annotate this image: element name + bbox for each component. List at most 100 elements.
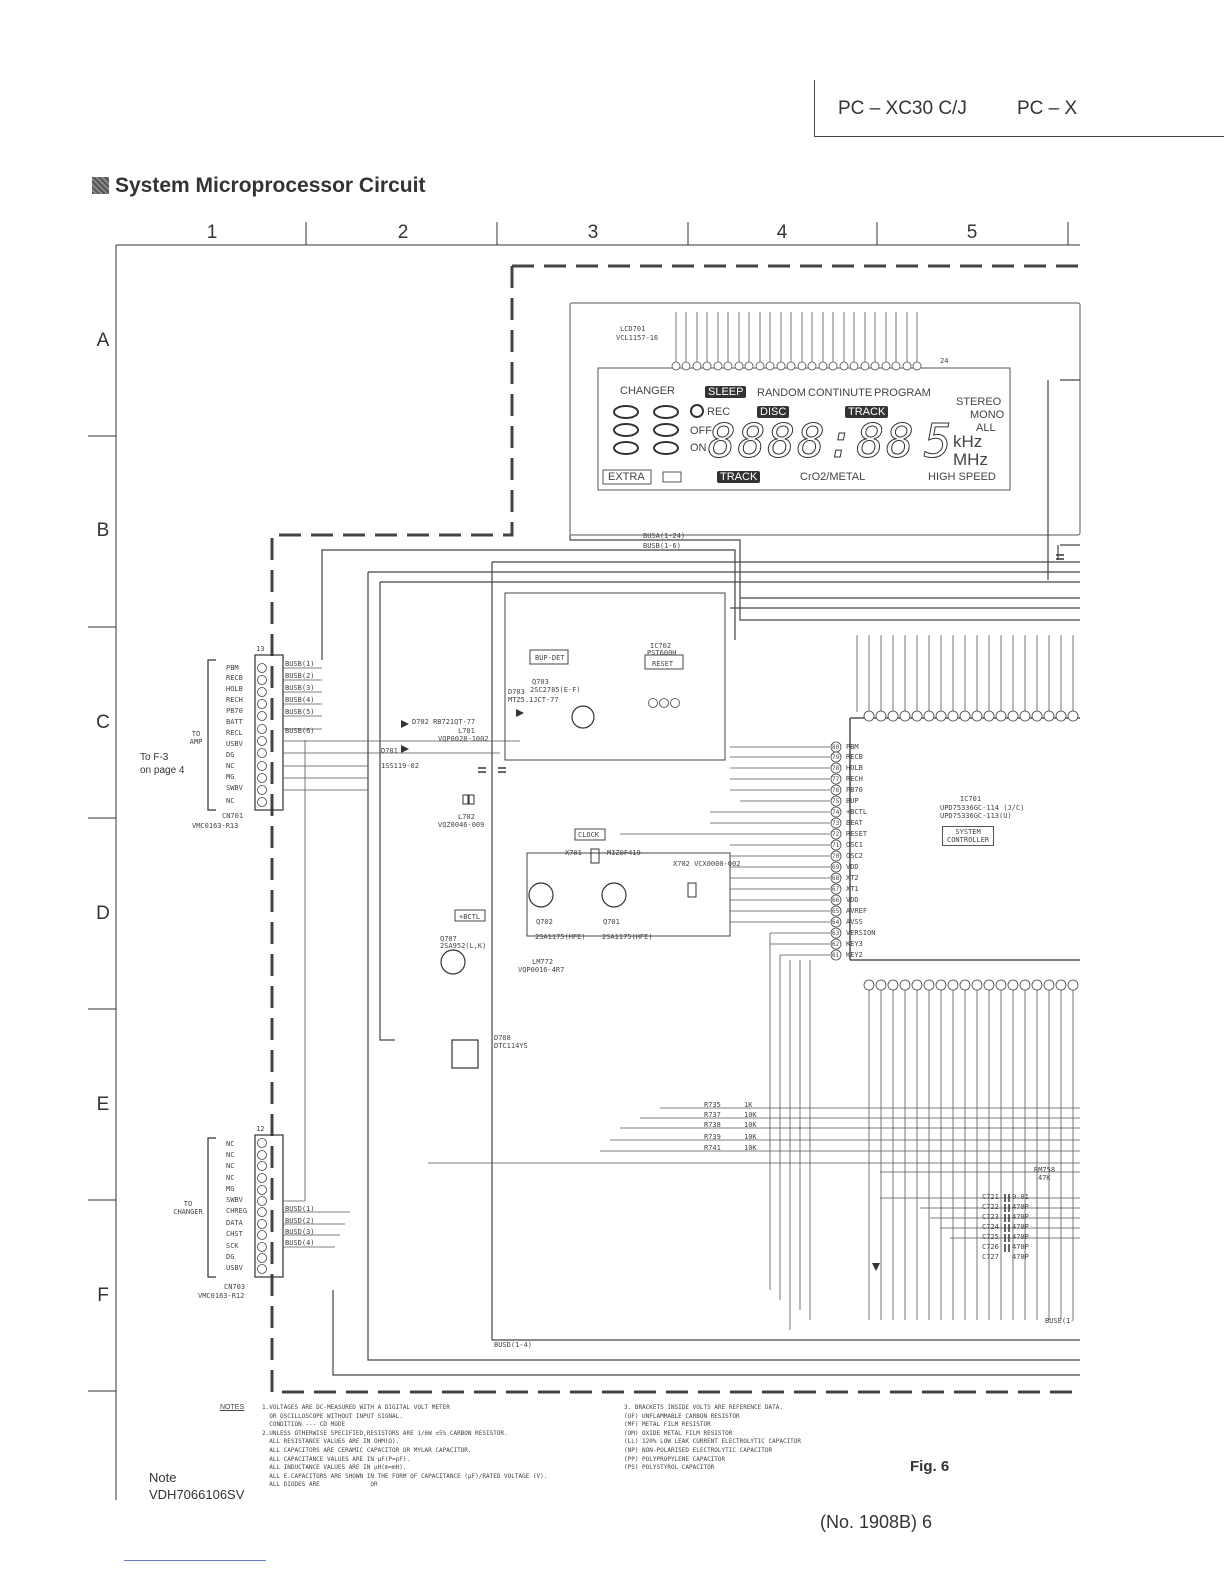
cap-ref: C722 [982,1203,999,1211]
lcd-all-label: ALL [976,422,996,434]
cap-ref: C727 [982,1253,999,1261]
lm772-part: VQP0016-4R7 [518,966,565,974]
ic701-part-2: UPD75336GC-113(U) [940,812,1012,820]
cn701-pin-name: NC [226,797,235,805]
figure-label: Fig. 6 [910,1458,950,1475]
busa-label: BUSA(1-24) [643,532,686,540]
lcd-sleep-label: SLEEP [705,386,747,398]
cn701-pin-name: RECL [226,729,243,737]
rm758-value: 47K [1038,1174,1051,1182]
ic701-pin-name: RESET [846,830,868,838]
cap-value: 0.01 [1012,1193,1029,1201]
ic701-pin-name: BUP [846,797,859,805]
to-f3-label: To F-3 [140,752,169,763]
ic701-pin-name: XT1 [846,885,859,893]
cn703-part: VMC0163-R12 [198,1292,245,1300]
cn703-label: CN703 [224,1283,246,1291]
bctl-label: +BCTL [459,913,481,921]
lcd-khz-label: kHz [953,432,983,451]
ic701-pin-name: XT2 [846,874,859,882]
ic701-pin-number: 72 [832,831,840,838]
cn701-pin-name: DG [226,751,235,759]
ic701-pin-number: 79 [832,754,840,761]
lcd-track2-label: TRACK [717,471,761,483]
cn701-bus-label: BUSB(6) [285,727,315,735]
d702-label: D702 RB721QT-77 [412,718,476,726]
cn703-pin-name: CHST [226,1230,243,1238]
lcd-random-label: RANDOM [757,387,806,399]
model-label-2: PC – X [1017,98,1078,119]
lcd-stereo-label: STEREO [956,396,1002,408]
ic702-reset-label: RESET [652,660,674,668]
cn701-pin-name: PBM [226,664,239,672]
grid-col-1: 1 [206,222,218,243]
cn703-pin-name: NC [226,1140,235,1148]
q707-part: 2SA952(L,K) [440,942,487,950]
lcd-on-label: ON [690,442,707,454]
cn701-bus-label: BUSB(4) [285,696,315,704]
ic701-pin-name: AVSS [846,918,863,926]
ic701-pin-number: 77 [832,776,840,783]
grid-row-e: E [96,1094,110,1115]
cap-ref: C723 [982,1213,999,1221]
footer-note: Note [149,1470,177,1485]
to-amp-label: TO AMP [189,730,203,746]
footer-doc-number: VDH7066106SV [149,1487,245,1502]
ic701-pin-number: 62 [832,941,840,948]
lcd-digit-five: 5 [924,414,954,469]
cap-value: 470P [1012,1233,1029,1241]
d701-part: 1SS119-02 [381,762,419,770]
cn701-pin-name: HOLB [226,685,243,693]
cn701-label: CN701 [222,812,244,820]
ic701-pin-name: RECH [846,775,863,783]
ic701-box: SYSTEM CONTROLLER [942,826,995,846]
d703-label: D703 [508,688,525,696]
q703-label: Q703 [532,678,549,686]
lcd-mono-label: MONO [970,409,1005,421]
d708-label: D708 [494,1034,511,1042]
q703-part: 2SC2785(E-F) [530,686,581,694]
ic701-pin-number: 66 [832,897,840,904]
q702-part: 2SA1175(HFE) [535,933,586,941]
lcd-rec-label: REC [707,406,731,418]
lcd-high-speed-label: HIGH SPEED [928,471,996,483]
cap-ref: C724 [982,1223,999,1231]
cn703-pin-name: CHREG [226,1207,248,1215]
busd-label: BUSD(1-4) [494,1341,532,1349]
cn703-pin-name: USBV [226,1264,243,1272]
x701-label: X701 [565,849,582,857]
ic701-pin-name: RECB [846,753,863,761]
ic701-pin-number: 68 [832,875,840,882]
grid-col-4: 4 [776,222,788,243]
cn703-bus-label: BUSD(3) [285,1228,315,1236]
lcd-continue-label: CONTINUTE [808,387,873,399]
ic701-pin-number: 69 [832,864,840,871]
page-title-text: System Microprocessor Circuit [115,174,426,197]
grid-row-d: D [96,903,110,924]
ic701-pin-name: AVREF [846,907,868,915]
cap-value: 470P [1012,1253,1029,1261]
lcd-digits: 8888:88 [708,414,916,469]
ic701-pin-name: OSC1 [846,841,863,849]
lm772-label: LM772 [532,958,554,966]
ic701-pin-number: 78 [832,765,840,772]
model-box [814,80,1224,137]
cn701-pin-name: RECH [226,696,243,704]
ic701-pin-number: 63 [832,930,840,937]
ic701-pin-name: PB70 [846,786,863,794]
to-changer-label: TO CHANGER [173,1200,203,1216]
resistor-value: 10K [744,1111,757,1119]
ic701-pin-name: +BCTL [846,808,868,816]
cn703-pin12: 12 [256,1125,265,1133]
ic701-pin-number: 67 [832,886,840,893]
resistor-ref: R737 [704,1111,721,1119]
ic701-pin-number: 75 [832,798,840,805]
ic701-pin-name: KEY3 [846,940,863,948]
grid-col-2: 2 [397,222,409,243]
cn701-pin-name: PB70 [226,707,243,715]
cn701-bus-label: BUSB(3) [285,684,315,692]
cn703-bus-label: BUSD(2) [285,1217,315,1225]
cn703-pin-name: DATA [226,1219,243,1227]
cn701-pin-name: BATT [226,718,243,726]
ic701-pin-number: 71 [832,842,840,849]
